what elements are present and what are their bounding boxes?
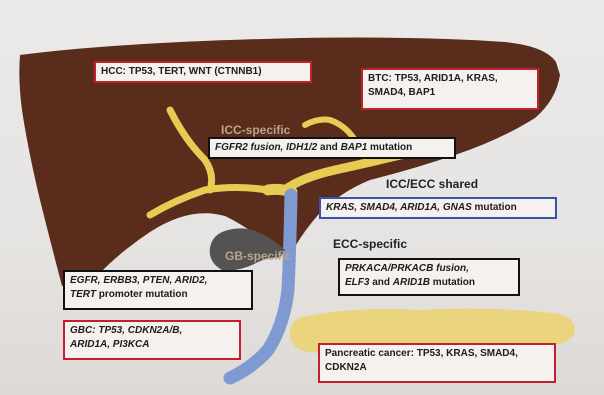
ecc-genes-part-b: ELF3 [345,277,369,288]
hcc-label: HCC: TP53, TERT, WNT (CTNNB1) [94,61,312,83]
gb-genes-part-c: promoter mutation [96,289,188,300]
icc-specific-title: ICC-specific [221,123,290,137]
gbc-part-a: GBC: TP53, CDKN2A/B, [70,325,182,336]
ecc-genes-part-c: and [369,277,392,288]
pancreatic-cancer-label: Pancreatic cancer: TP53, KRAS, SMAD4, CD… [318,343,556,383]
gb-specific-genes: EGFR, ERBB3, PTEN, ARID2, TERT promoter … [63,270,253,310]
gb-specific-title: GB-specific [225,249,292,263]
gb-genes-part-a: EGFR, ERBB3, PTEN, ARID2, [70,275,207,286]
gbc-label: GBC: TP53, CDKN2A/B, ARID1A, PI3KCA [63,320,241,360]
ecc-specific-title: ECC-specific [333,237,407,251]
icc-specific-genes: FGFR2 fusion, IDH1/2 and BAP1 mutation [208,137,456,159]
ecc-specific-genes: PRKACA/PRKACB fusion, ELF3 and ARID1B mu… [338,258,520,296]
icc-genes-part-b: and [317,142,340,153]
ecc-genes-part-e: mutation [430,277,475,288]
gb-genes-part-b: TERT [70,289,96,300]
icc-ecc-shared-title: ICC/ECC shared [386,177,478,191]
icc-ecc-shared-genes: KRAS, SMAD4, ARID1A, GNAS mutation [319,197,557,219]
gbc-part-b: ARID1A, PI3KCA [70,339,149,350]
ecc-genes-part-d: ARID1B [393,277,430,288]
btc-label: BTC: TP53, ARID1A, KRAS, SMAD4, BAP1 [361,68,539,110]
shared-genes-part-b: mutation [472,202,517,213]
icc-genes-part-a: FGFR2 fusion, IDH1/2 [215,142,317,153]
icc-genes-part-d: mutation [367,142,412,153]
icc-genes-part-c: BAP1 [341,142,368,153]
ecc-genes-part-a: PRKACA/PRKACB fusion, [345,263,469,274]
shared-genes-part-a: KRAS, SMAD4, ARID1A, GNAS [326,202,472,213]
